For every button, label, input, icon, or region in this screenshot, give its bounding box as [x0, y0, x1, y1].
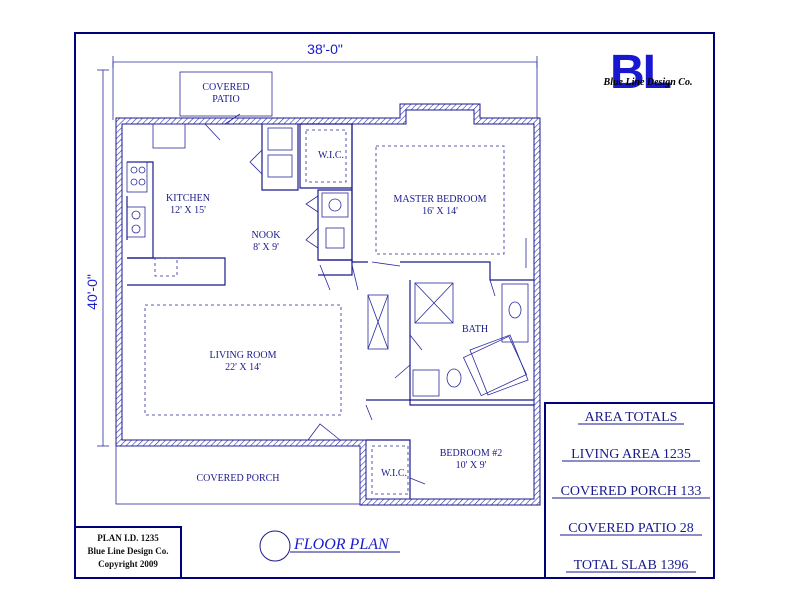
living-area-total: LIVING AREA 1235: [571, 447, 691, 462]
floor-plan-title-text: FLOOR PLAN: [293, 536, 390, 553]
interior-walls: [126, 113, 534, 499]
covered-patio: COVERED PATIO: [179, 71, 273, 117]
sheet-border: [74, 32, 715, 579]
area-totals-box: AREA TOTALS LIVING AREA 1235 COVERED POR…: [544, 402, 715, 579]
plan-company: Blue Line Design Co.: [87, 546, 168, 556]
covered-porch-label: COVERED PORCH: [196, 473, 279, 484]
covered-patio-label-line2: PATIO: [212, 94, 239, 105]
plan-id: PLAN I.D. 1235: [97, 533, 159, 543]
kitchen-label: KITCHEN: [166, 193, 210, 204]
master-wic-label: W.I.C.: [318, 150, 344, 161]
nook-size: 8' X 9': [253, 242, 279, 253]
kitchen-size: 12' X 15': [170, 205, 206, 216]
depth-dimension-label: 40'-0": [84, 274, 100, 310]
covered-patio-total: COVERED PATIO 28: [568, 521, 694, 536]
living-room-size: 22' X 14': [225, 362, 261, 373]
bath-label: BATH: [462, 324, 488, 335]
master-bedroom-size: 16' X 14': [422, 206, 458, 217]
logo-letters: BL: [610, 46, 671, 99]
depth-dimension: 40'-0": [84, 69, 109, 447]
exterior-walls: [115, 103, 541, 506]
bedroom2-wic-label: W.I.C.: [381, 468, 407, 479]
covered-patio-label-line1: COVERED: [202, 82, 249, 93]
nook-label: NOOK: [252, 230, 282, 241]
company-logo: BL Blue Line Design Co.: [603, 46, 693, 99]
plan-copyright: Copyright 2009: [98, 559, 158, 569]
width-dimension: 38'-0": [112, 41, 538, 120]
covered-porch-total: COVERED PORCH 133: [561, 484, 702, 499]
covered-porch: [115, 445, 361, 505]
living-room-label: LIVING ROOM: [210, 350, 277, 361]
master-bedroom-label: MASTER BEDROOM: [393, 194, 486, 205]
floor-plan-title: FLOOR PLAN: [259, 530, 400, 562]
bedroom2-size: 10' X 9': [456, 460, 487, 471]
total-slab: TOTAL SLAB 1396: [574, 558, 689, 573]
bedroom2-label: BEDROOM #2: [440, 448, 503, 459]
plan-info-box: PLAN I.D. 1235 Blue Line Design Co. Copy…: [74, 526, 182, 579]
width-dimension-label: 38'-0": [307, 41, 343, 57]
logo-company-name: Blue Line Design Co.: [603, 77, 693, 88]
area-totals-heading: AREA TOTALS: [585, 410, 678, 425]
